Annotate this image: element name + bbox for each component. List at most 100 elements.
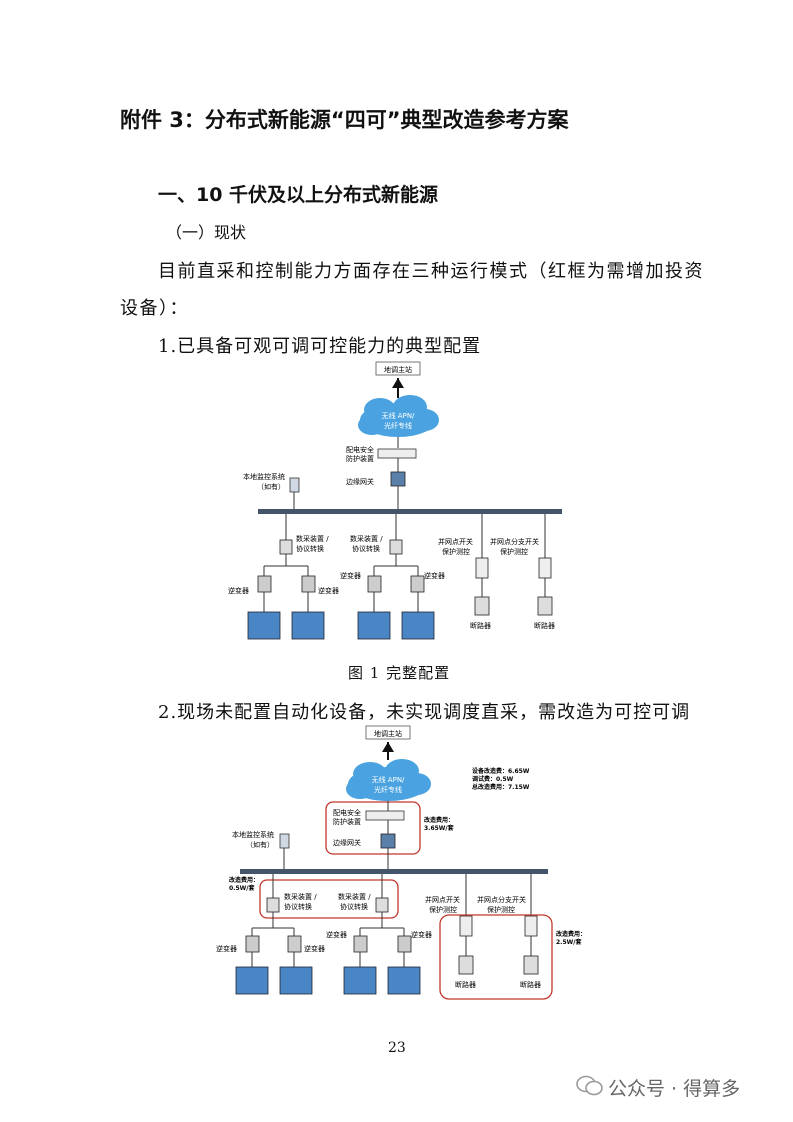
svg-text:并网点开关: 并网点开关 [425,895,460,904]
comm-bus [240,869,548,874]
gateway-label: 边缘网关 [346,477,374,486]
protection-relay-icon [524,915,538,937]
solar-panel-icon [343,966,377,995]
local-monitor-label-1: 本地监控系统 [243,472,285,481]
list-item-2: 2.现场未配置自动化设备，未实现调度直采，需改造为可控可调 [158,702,691,723]
security-label-1: 配电安全 [346,445,374,454]
cost-collector-1: 改造费用： [229,876,259,884]
cost-breaker-1: 改造费用： [556,930,586,938]
svg-text:逆变器: 逆变器 [424,571,445,580]
paragraph-line-1: 目前直采和控制能力方面存在三种运行模式（红框为需增加投资 [158,261,704,282]
cost-breaker-2: 2.5W/套 [556,938,581,946]
inverter-icon [287,935,302,953]
svg-text:断路器: 断路器 [534,621,555,630]
solar-panel-icon [387,966,421,995]
cost-total-3: 总改造费用：7.15W [472,783,530,791]
security-label-2: 防护装置 [333,817,361,826]
cost-total-1: 设备改造费：6.65W [472,767,530,775]
grid-switch-group: 并网点开关 保护测控 并网点分支开关 保护测控 断路器 断路器 [425,874,541,989]
collector-right: 数采装置 / 协议转换 [350,514,419,576]
svg-text:协议转换: 协议转换 [296,544,324,553]
svg-text:数采装置 /: 数采装置 / [284,892,317,901]
svg-text:逆变器: 逆变器 [326,930,347,939]
page-number: 23 [388,1040,406,1056]
watermark-text: 公众号 · 得算多 [608,1078,741,1100]
svg-text:断路器: 断路器 [520,980,541,989]
svg-text:逆变器: 逆变器 [340,571,361,580]
solar-panel-icon [279,966,313,995]
svg-text:并网点分支开关: 并网点分支开关 [477,895,526,904]
cost-total-2: 调试费：0.5W [472,775,514,783]
solar-panel-icon [235,966,269,995]
svg-text:数采装置 /: 数采装置 / [338,892,371,901]
svg-text:逆变器: 逆变器 [304,944,325,953]
svg-text:保护测控: 保护测控 [487,905,515,914]
figure-caption-1: 图 1 完整配置 [348,664,451,682]
local-monitor-label-1: 本地监控系统 [232,830,274,839]
wechat-icon [576,1075,603,1096]
subsection-heading: （一）现状 [166,223,247,242]
list-item-1: 1.已具备可观可调可控能力的典型配置 [158,336,482,357]
document-title: 附件 3：分布式新能源“四可”典型改造参考方案 [120,108,569,132]
collector-left: 数采装置 / 协议转换 [263,514,329,576]
cloud-icon [358,395,439,437]
cost-collector-2: 0.5W/套 [229,884,254,892]
cloud-label-2: 光纤专线 [384,421,412,430]
cloud-icon [346,759,431,801]
svg-text:保护测控: 保护测控 [500,547,528,556]
svg-text:逆变器: 逆变器 [228,586,249,595]
svg-text:协议转换: 协议转换 [340,902,368,911]
grid-switch-group: 并网点开关 保护测控 并网点分支开关 保护测控 断路器 断路器 [438,514,555,630]
local-monitor-label-2: （如有） [257,482,285,491]
gateway-label: 边缘网关 [333,838,361,847]
arrow-up-icon [382,742,394,752]
paragraph-line-2: 设备）： [120,298,189,319]
cloud-label-1: 无线 APN/ [372,775,405,784]
master-station-label: 地调主站 [374,729,402,738]
red-box-security [325,801,421,855]
svg-text:数采装置 /: 数采装置 / [350,534,383,543]
svg-text:协议转换: 协议转换 [352,544,380,553]
cloud-label-1: 无线 APN/ [382,411,415,420]
solar-panel-icon [291,611,325,640]
svg-text:并网点分支开关: 并网点分支开关 [490,537,539,546]
computer-icon [279,833,290,849]
security-device-icon [365,810,405,821]
cost-security-1: 改造费用： [424,816,454,824]
svg-text:断路器: 断路器 [470,621,491,630]
solar-panel-icon [401,611,435,640]
inverter-group: 逆变器 逆变器 逆变器 逆变器 [228,571,445,612]
collector-icon [375,897,389,913]
svg-text:数采装置 /: 数采装置 / [296,534,329,543]
inverter-icon [245,935,260,953]
security-device-icon [377,448,417,459]
svg-text:协议转换: 协议转换 [284,902,312,911]
svg-text:逆变器: 逆变器 [411,930,432,939]
collector-icon [266,897,280,913]
master-station-label: 地调主站 [384,365,412,374]
breaker-icon [537,596,553,616]
svg-text:断路器: 断路器 [455,980,476,989]
svg-text:保护测控: 保护测控 [442,547,470,556]
solar-panel-group [247,611,435,640]
local-monitor-label-2: （如有） [246,840,274,849]
arrow-up-icon [392,378,404,388]
comm-bus [258,509,562,514]
svg-text:并网点开关: 并网点开关 [438,537,473,546]
inverter-group: 逆变器 逆变器 逆变器 逆变器 [216,930,432,967]
collector-group: 数采装置 / 协议转换 数采装置 / 协议转换 [251,874,405,936]
red-box-collectors [259,879,399,919]
protection-relay-icon [459,915,473,937]
section-heading: 一、10 千伏及以上分布式新能源 [158,184,439,206]
inverter-icon [397,935,412,953]
solar-panel-icon [357,611,391,640]
solar-panel-group [235,966,421,995]
breaker-icon [458,955,474,975]
breaker-icon [474,596,490,616]
svg-text:逆变器: 逆变器 [318,586,339,595]
master-station-box [375,361,421,376]
security-label-1: 配电安全 [333,808,361,817]
svg-text:保护测控: 保护测控 [429,905,457,914]
